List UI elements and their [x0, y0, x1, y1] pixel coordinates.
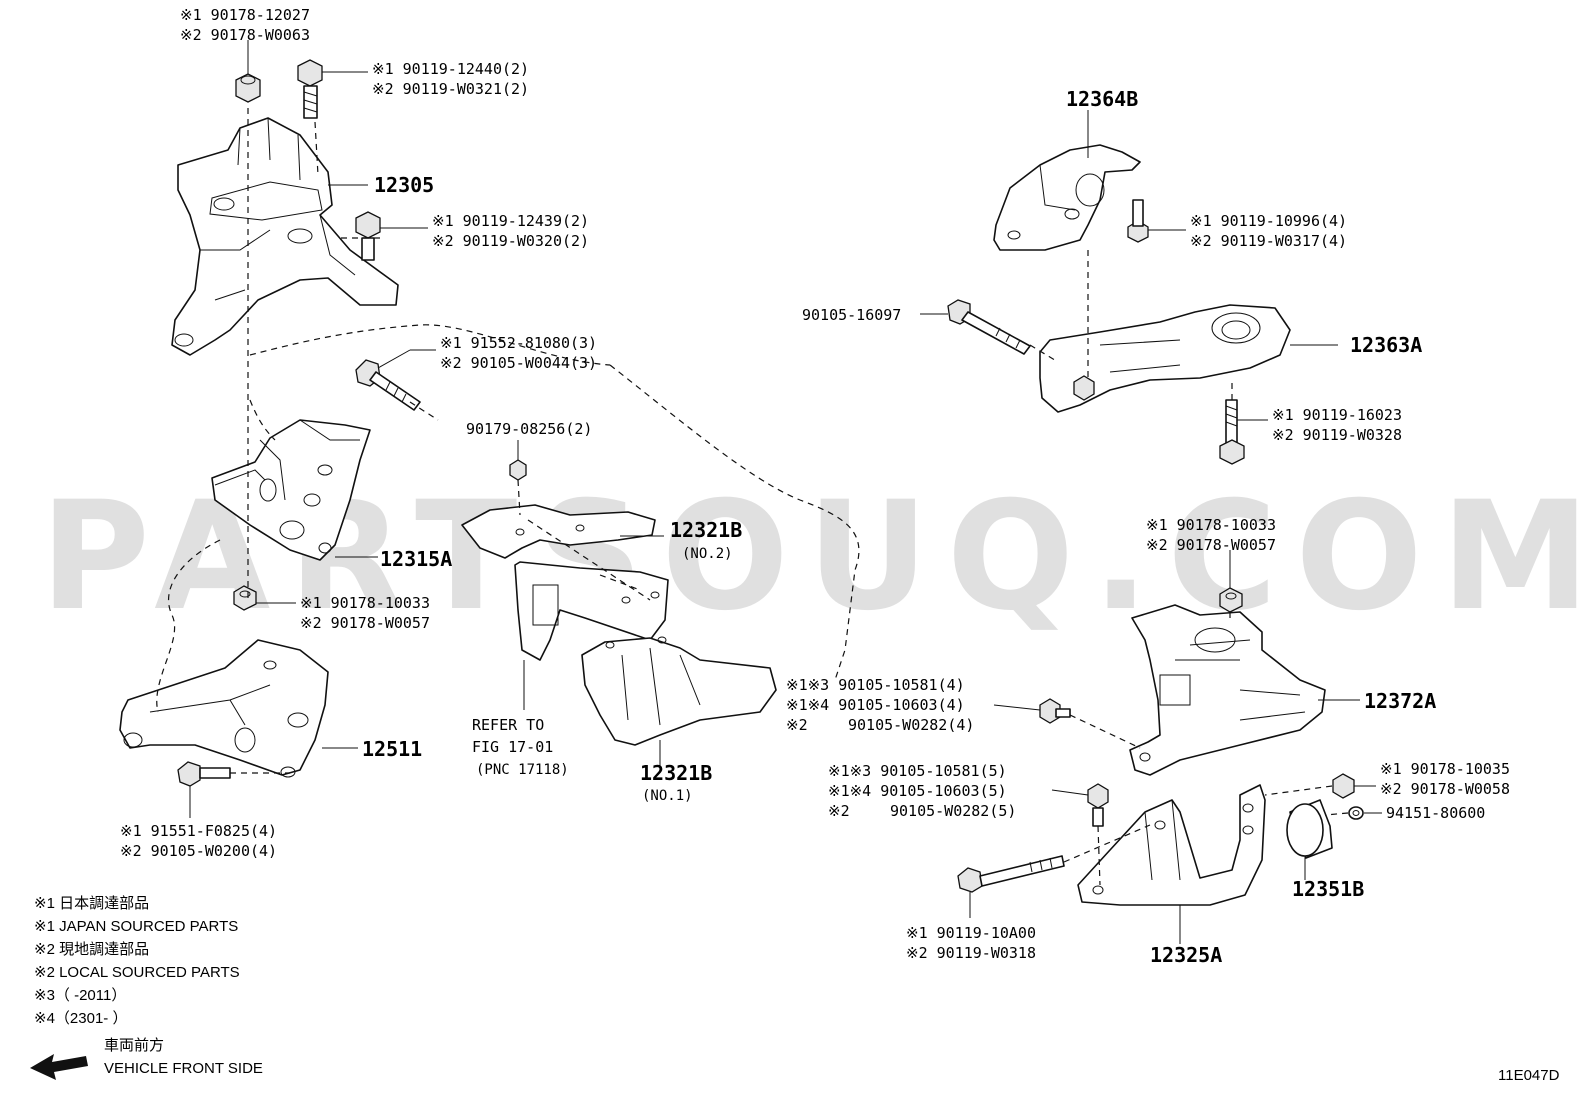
part-12325A-drawing[interactable]	[1077, 784, 1266, 906]
callout-bolt-16023-1[interactable]: ※1 90119-16023	[1272, 406, 1402, 424]
callout-nut-top-2[interactable]: ※2 90178-W0063	[180, 26, 310, 44]
leader-lines	[189, 40, 1382, 944]
callout-bolt-top-2[interactable]: ※2 90119-W0321(2)	[372, 80, 529, 98]
callout-bolt-top-1[interactable]: ※1 90119-12440(2)	[372, 60, 529, 78]
callout-bolt-10581-4-3b[interactable]: 90105-W0282(4)	[848, 716, 974, 734]
part-12315A-drawing[interactable]	[211, 419, 371, 561]
bolt-91551-F0825[interactable]	[177, 761, 231, 787]
nut-90179-08256[interactable]	[509, 459, 527, 481]
callout-bolt-10996-1[interactable]: ※1 90119-10996(4)	[1190, 212, 1347, 230]
part-label-12363A[interactable]: 12363A	[1350, 333, 1422, 357]
callout-nut-top-1[interactable]: ※1 90178-12027	[180, 6, 310, 24]
assembly-lines	[156, 108, 1349, 886]
part-12351B-drawing[interactable]	[1286, 799, 1333, 859]
callout-bolt-F0825-1[interactable]: ※1 91551-F0825(4)	[120, 822, 277, 840]
part-label-12315A[interactable]: 12315A	[380, 547, 452, 571]
part-label-12372A[interactable]: 12372A	[1364, 689, 1436, 713]
refer-line-1[interactable]: REFER TO	[472, 716, 544, 734]
callout-washer-80600[interactable]: 94151-80600	[1386, 804, 1485, 822]
bolt-90119-16023[interactable]	[1219, 399, 1245, 465]
part-12364B-drawing[interactable]	[993, 144, 1141, 251]
part-label-12364B[interactable]: 12364B	[1066, 87, 1138, 111]
refer-line-3[interactable]: (PNC 17118)	[476, 762, 569, 778]
part-12363A-drawing[interactable]	[1039, 304, 1291, 413]
figure-code: 11E047D	[1498, 1067, 1560, 1084]
legend-line-5: ※3（ -2011）	[34, 987, 126, 1004]
callout-bolt-10581-5-3[interactable]: ※2	[828, 802, 850, 820]
callout-bolt-16023-2[interactable]: ※2 90119-W0328	[1272, 426, 1402, 444]
callout-nut-10033-right-1[interactable]: ※1 90178-10033	[1146, 516, 1276, 534]
callout-bolt-10581-4-1[interactable]: ※1※3 90105-10581(4)	[786, 676, 965, 694]
refer-line-2[interactable]: FIG 17-01	[472, 738, 553, 756]
callout-bolt-10A00-1[interactable]: ※1 90119-10A00	[906, 924, 1036, 942]
callout-bolt-10581-4-2[interactable]: ※1※4 90105-10603(4)	[786, 696, 965, 714]
callout-bolt-16097[interactable]: 90105-16097	[802, 306, 901, 324]
washer-94151-80600[interactable]	[1348, 806, 1364, 820]
part-sublabel-no1: (NO.1)	[642, 788, 693, 804]
part-12305-drawing[interactable]	[171, 117, 399, 356]
callout-bolt-10581-4-3[interactable]: ※2	[786, 716, 808, 734]
callout-bolt-F0825-2[interactable]: ※2 90105-W0200(4)	[120, 842, 277, 860]
part-label-12305[interactable]: 12305	[374, 173, 434, 197]
callout-nut-10035-1[interactable]: ※1 90178-10035	[1380, 760, 1510, 778]
callout-bolt-10A00-2[interactable]: ※2 90119-W0318	[906, 944, 1036, 962]
nut-90178-10035[interactable]	[1332, 773, 1355, 799]
part-sublabel-no2: (NO.2)	[682, 546, 733, 562]
legend-line-1: ※1 日本調達部品	[34, 895, 149, 912]
callout-nut-10033-left-1[interactable]: ※1 90178-10033	[300, 594, 430, 612]
part-12511-drawing[interactable]	[119, 639, 329, 778]
callout-bolt-10581-5-1[interactable]: ※1※3 90105-10581(5)	[828, 762, 1007, 780]
nut-90178-12027[interactable]	[235, 73, 261, 103]
callout-nut-10035-2[interactable]: ※2 90178-W0058	[1380, 780, 1510, 798]
part-label-12321B-no1[interactable]: 12321B	[640, 761, 712, 785]
bolt-90119-10996[interactable]	[1127, 199, 1149, 243]
callout-bolt-10581-5-2[interactable]: ※1※4 90105-10603(5)	[828, 782, 1007, 800]
callout-bolt-81080-1[interactable]: ※1 91552-81080(3)	[440, 334, 597, 352]
bolt-90105-16097[interactable]	[947, 299, 1031, 355]
nut-90178-10033-left[interactable]	[233, 585, 257, 611]
callout-bolt-10996-2[interactable]: ※2 90119-W0317(4)	[1190, 232, 1347, 250]
callout-nut-10033-right-2[interactable]: ※2 90178-W0057	[1146, 536, 1276, 554]
bolt-90119-10A00[interactable]	[957, 855, 1065, 893]
bolt-90105-10581-b[interactable]	[1087, 783, 1109, 827]
part-label-12321B-no2[interactable]: 12321B	[670, 518, 742, 542]
part-label-12511[interactable]: 12511	[362, 737, 422, 761]
callout-bolt-12439-1[interactable]: ※1 90119-12439(2)	[432, 212, 589, 230]
front-arrow-icon	[30, 1054, 88, 1080]
legend-line-3: ※2 現地調達部品	[34, 941, 149, 958]
part-label-12351B[interactable]: 12351B	[1292, 877, 1364, 901]
front-label-jp: 車両前方	[104, 1037, 164, 1054]
part-12321B-no1-drawing[interactable]	[581, 636, 777, 746]
part-12372A-drawing[interactable]	[1129, 604, 1326, 776]
legend: ※1 日本調達部品 ※1 JAPAN SOURCED PARTS ※2 現地調達…	[30, 895, 263, 1080]
callout-bolt-12439-2[interactable]: ※2 90119-W0320(2)	[432, 232, 589, 250]
callout-nut-10033-left-2[interactable]: ※2 90178-W0057	[300, 614, 430, 632]
legend-line-6: ※4（2301- ）	[34, 1010, 127, 1027]
nut-90178-10033-right[interactable]	[1219, 587, 1243, 613]
bolt-90119-12440[interactable]	[297, 59, 323, 119]
bolt-90119-12439[interactable]	[355, 211, 381, 261]
legend-line-4: ※2 LOCAL SOURCED PARTS	[34, 964, 240, 981]
part-12321B-no2-drawing[interactable]	[461, 504, 656, 559]
callout-bolt-81080-2[interactable]: ※2 90105-W0044(3)	[440, 354, 597, 372]
callout-bolt-10581-5-3b[interactable]: 90105-W0282(5)	[890, 802, 1016, 820]
callout-nut-08256[interactable]: 90179-08256(2)	[466, 420, 592, 438]
bolt-90105-10581-a[interactable]	[1039, 698, 1071, 724]
part-label-12325A[interactable]: 12325A	[1150, 943, 1222, 967]
front-label-en: VEHICLE FRONT SIDE	[104, 1060, 263, 1077]
bolt-91552-81080[interactable]	[355, 359, 421, 411]
legend-line-2: ※1 JAPAN SOURCED PARTS	[34, 918, 238, 935]
